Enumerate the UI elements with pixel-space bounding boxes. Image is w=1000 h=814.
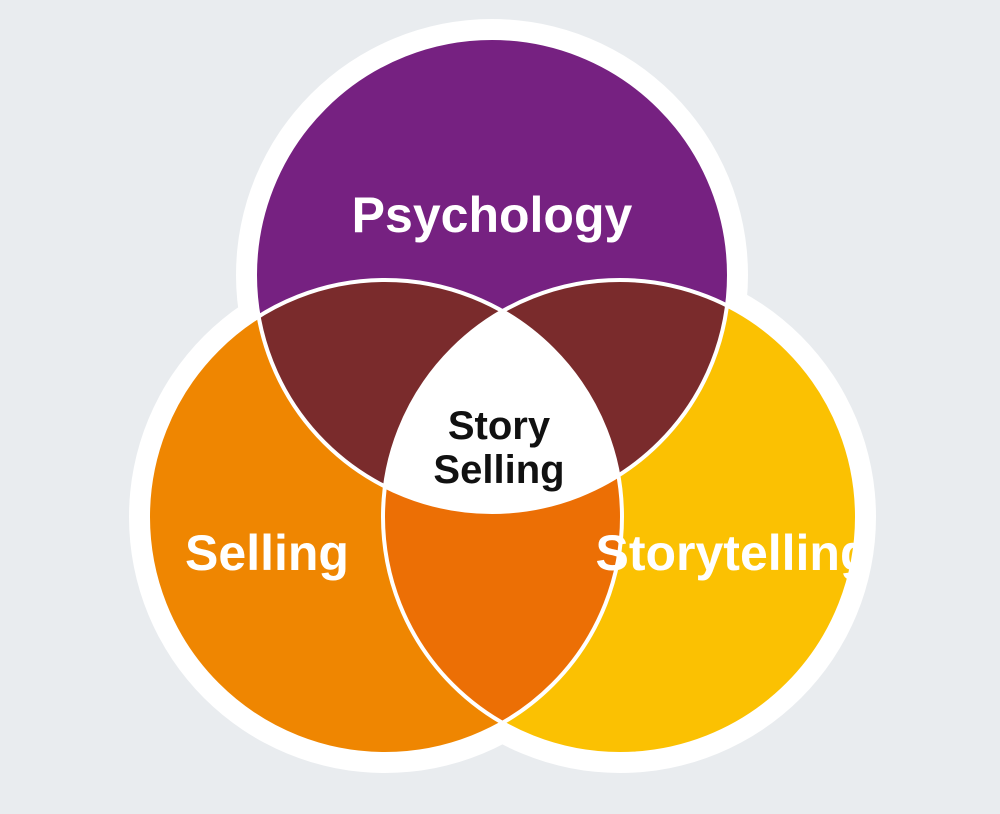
overlap-center	[383, 280, 622, 512]
label-selling: Selling	[185, 525, 349, 581]
separator-lines	[146, 36, 859, 756]
label-psychology: Psychology	[352, 187, 633, 243]
label-center-line2: Selling	[433, 448, 564, 492]
label-storytelling: Storytelling	[595, 525, 870, 581]
label-center-line1: Story	[448, 404, 551, 448]
